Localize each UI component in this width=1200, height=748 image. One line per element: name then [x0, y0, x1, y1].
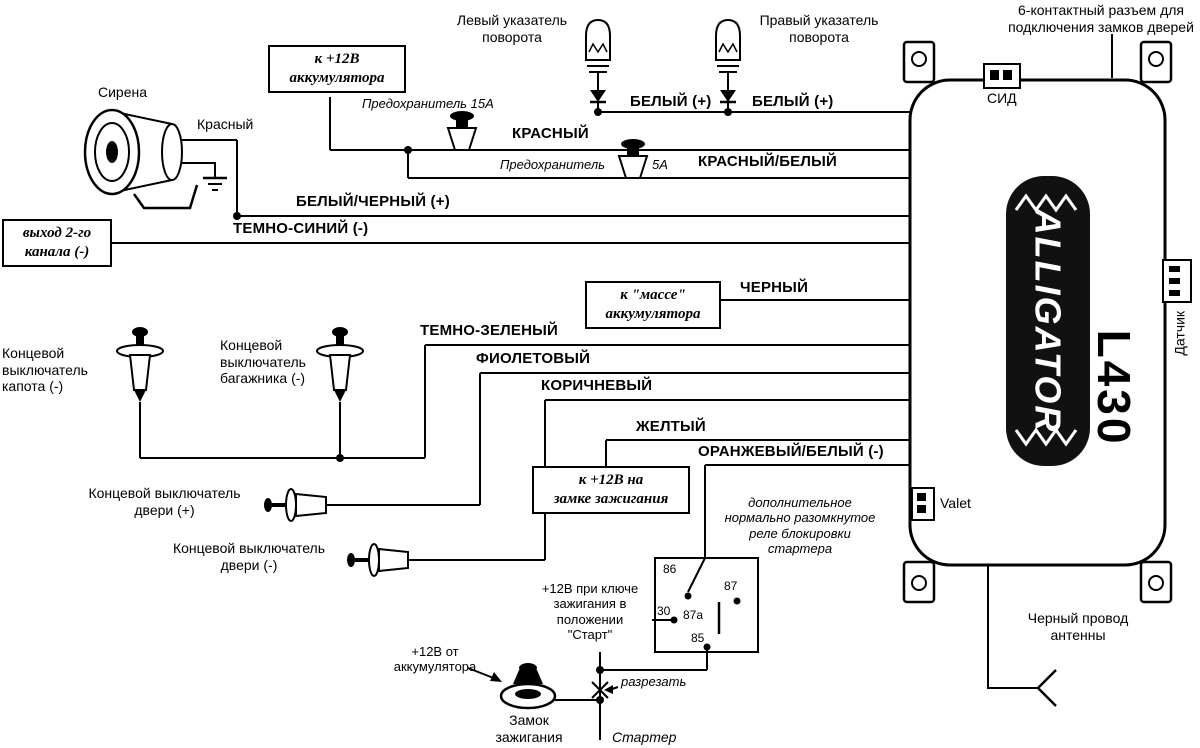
brand-text: ALLIGATOR: [1028, 208, 1069, 434]
left-turn-lamp-icon: [585, 18, 611, 90]
right-turn-diode-icon: [720, 90, 736, 112]
relay-note: дополнительное нормально разомкнутое рел…: [724, 495, 876, 556]
channel2-output-box: выход 2-го канала (-): [2, 219, 112, 267]
relay-pin-87: 87: [724, 579, 738, 593]
hood-switch-label: Концевой выключатель капота (-): [2, 345, 88, 395]
door-switch-minus-icon: [347, 543, 409, 577]
relay-pin-87a: 87а: [683, 608, 704, 622]
led-label: СИД: [987, 90, 1017, 106]
left-turn-label: Левый указатель поворота: [456, 12, 568, 45]
antenna-icon: [987, 565, 1057, 707]
hood-switch-icon: [116, 327, 164, 402]
wire-label-black: ЧЕРНЫЙ: [740, 279, 809, 296]
fuse-5a-amp-label: 5А: [652, 157, 668, 172]
sensor-label: Датчик: [1171, 310, 1188, 356]
wire-label-violet: ФИОЛЕТОВЫЙ: [476, 350, 591, 367]
left-turn-diode-icon: [590, 90, 606, 112]
fuse-15a-label: Предохранитель 15А: [362, 96, 494, 111]
wire-label-orange-white: ОРАНЖЕВЫЙ/БЕЛЫЙ (-): [698, 443, 884, 460]
battery-arrow: [467, 667, 502, 682]
starter-relay-icon: [600, 557, 759, 671]
starter-label: Стартер: [612, 729, 677, 745]
sensor-connector: [1162, 259, 1192, 303]
wire-label-red: КРАСНЫЙ: [512, 125, 589, 142]
wire-label-dark-green: ТЕМНО-ЗЕЛЕНЫЙ: [420, 322, 558, 339]
trunk-switch-label: Концевой выключатель багажника (-): [220, 337, 306, 387]
fuse-15a-icon: [446, 111, 478, 151]
battery-plus-label: +12В от аккумулятора: [393, 644, 477, 675]
siren-icon: [83, 108, 199, 210]
relay-pin-86: 86: [663, 562, 677, 576]
fuse-5a-icon: [617, 139, 649, 179]
door-switch-plus-label: Концевой выключатель двери (+): [88, 485, 241, 518]
siren-label: Сирена: [98, 84, 148, 100]
antenna-label: Черный провод антенны: [1027, 610, 1129, 643]
door-switch-plus-icon: [264, 488, 327, 522]
wire-label-dark-blue: ТЕМНО-СИНИЙ (-): [233, 220, 369, 237]
wire-label-white-left: БЕЛЫЙ (+): [630, 93, 712, 110]
valet-label: Valet: [940, 495, 971, 511]
ignition-lock-icon: [499, 663, 557, 710]
relay-pin-30: 30: [657, 604, 671, 618]
valet-connector: [911, 487, 935, 521]
starter-wire: [552, 652, 604, 740]
connector-note: 6-контактный разъем для подключения замк…: [1008, 2, 1194, 35]
led-connector: [983, 63, 1021, 89]
cut-label: разрезать: [621, 674, 687, 689]
trunk-switch-icon: [316, 327, 364, 402]
wire-label-red-white: КРАСНЫЙ/БЕЛЫЙ: [698, 153, 837, 170]
door-switch-minus-label: Концевой выключатель двери (-): [172, 540, 326, 573]
alligator-logo: ALLIGATOR: [1006, 176, 1090, 466]
wire-label-yellow: ЖЕЛТЫЙ: [636, 418, 706, 435]
ignition-12v-box: к +12В на замке зажигания: [532, 466, 690, 514]
battery-ground-box: к "массе" аккумулятора: [585, 281, 721, 329]
start-12v-label: +12В при ключе зажигания в положении "Ст…: [541, 581, 639, 642]
right-turn-label: Правый указатель поворота: [759, 12, 879, 45]
right-turn-lamp-icon: [715, 18, 741, 90]
ignition-lock-label: Замок зажигания: [495, 712, 563, 745]
wire-label-brown: КОРИЧНЕВЫЙ: [541, 377, 653, 394]
mounting-tab: [902, 40, 1173, 604]
siren-red-wire-label: Красный: [197, 116, 254, 132]
battery-12v-box: к +12В аккумулятора: [268, 45, 406, 93]
alarm-unit: ALLIGATOR L430: [902, 34, 1192, 604]
fuse-5a-name-label: Предохранитель: [500, 157, 606, 172]
relay-pin-85: 85: [691, 631, 705, 645]
ground-icon: [203, 176, 227, 191]
wire-label-white-right: БЕЛЫЙ (+): [752, 93, 834, 110]
cut-mark-icon: [591, 681, 619, 699]
wire-label-white-black: БЕЛЫЙ/ЧЕРНЫЙ (+): [296, 193, 450, 210]
model-text: L430: [1088, 330, 1140, 447]
